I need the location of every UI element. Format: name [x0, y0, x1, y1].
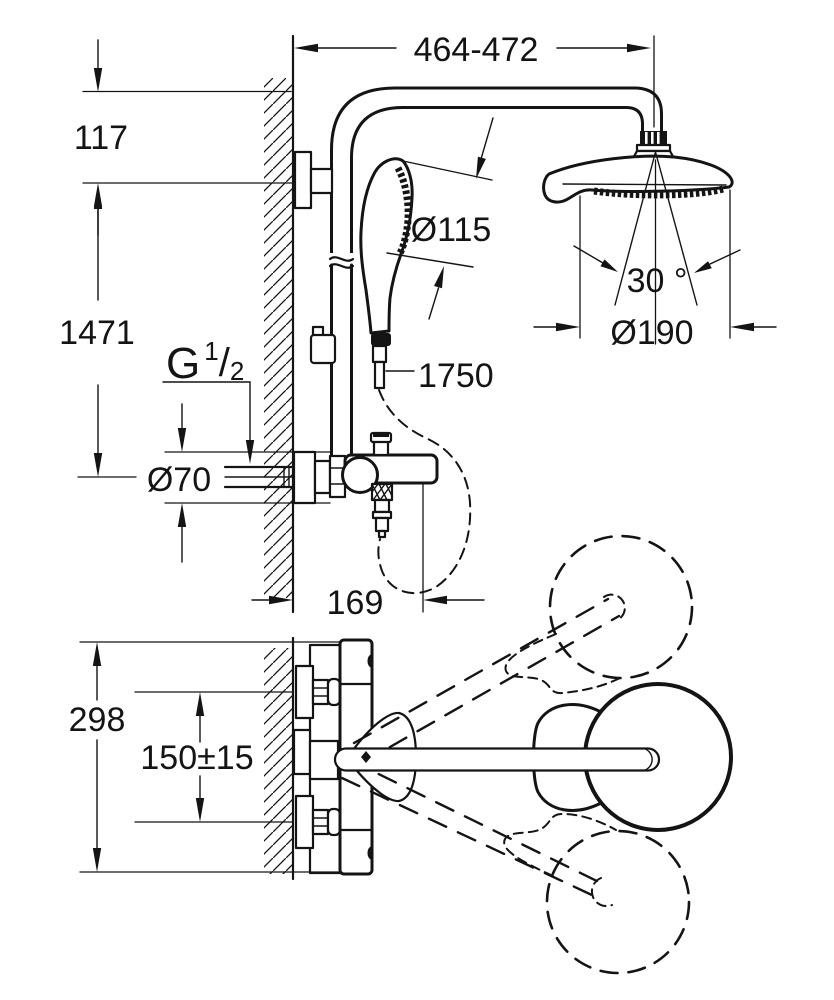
head-shower-position-upper — [548, 534, 694, 680]
diverter-outlet — [370, 482, 394, 539]
swivel-arm-rod — [333, 747, 661, 772]
thread-denominator: 2 — [230, 356, 244, 386]
temperature-handle — [341, 456, 379, 494]
hand-shower-inlet-cap — [371, 333, 391, 346]
head-shower-side-view — [542, 131, 734, 204]
hand-shower-spray-face — [394, 166, 412, 255]
dim-hose-length-label: 1750 — [418, 357, 494, 395]
safestop-button-top — [367, 654, 372, 668]
dim-riser-height-label: 1471 — [59, 314, 135, 352]
thread-slash: / — [219, 341, 231, 385]
dimension-escutcheon-diameter: Ø70 — [147, 403, 331, 563]
dim-head-shower-diameter-label: Ø190 — [610, 314, 693, 352]
thread-letter: G — [166, 339, 200, 388]
dimension-riser-height-1471: 1471 — [59, 185, 137, 478]
dimension-spray-angle: 30 ° — [573, 151, 741, 345]
safestop-button-bottom — [367, 846, 372, 860]
dim-trim-width-label: 298 — [69, 701, 126, 739]
head-shower-position-lower — [545, 829, 691, 975]
dim-escutcheon-diameter-label: Ø70 — [147, 461, 211, 499]
shower-hose — [377, 389, 472, 595]
dimension-wall-offset-117: 117 — [74, 39, 294, 236]
dimension-hand-shower-diameter: Ø115 — [386, 117, 494, 320]
dimension-inlet-spacing: 150±15 — [134, 691, 293, 823]
arm-set-screw — [361, 751, 371, 763]
swivel-position-lower — [340, 758, 691, 975]
dimension-trim-width-298: 298 — [69, 641, 342, 873]
thread-numerator: 1 — [204, 336, 218, 366]
wall-bracket — [293, 150, 334, 210]
dim-spray-angle-label: 30 ° — [627, 262, 688, 300]
dim-hand-shower-diameter-label: Ø115 — [411, 211, 492, 249]
dim-top-width-label: 464-472 — [414, 31, 539, 69]
riser-pipe-and-arm — [328, 86, 663, 458]
dim-wall-offset-label: 117 — [74, 119, 128, 157]
wall-section-front — [264, 34, 295, 614]
head-shower-disc — [542, 154, 734, 204]
thermostat-valve-front — [292, 431, 439, 539]
dimension-head-shower-diameter: Ø190 — [533, 189, 777, 352]
slider-holder — [309, 325, 337, 365]
head-shower-spray-face — [593, 185, 725, 199]
swivel-position-upper — [352, 534, 694, 765]
wall-section-plan — [264, 636, 295, 881]
dimension-top-width: 464-472 — [294, 31, 655, 128]
dim-inlet-spacing-label: 150±15 — [140, 739, 253, 777]
dim-projection-depth-label: 169 — [327, 584, 384, 622]
dimension-hose-length: 1750 — [385, 357, 494, 395]
hand-shower-side-view — [359, 157, 414, 390]
dimension-projection-depth: 169 — [251, 483, 485, 622]
